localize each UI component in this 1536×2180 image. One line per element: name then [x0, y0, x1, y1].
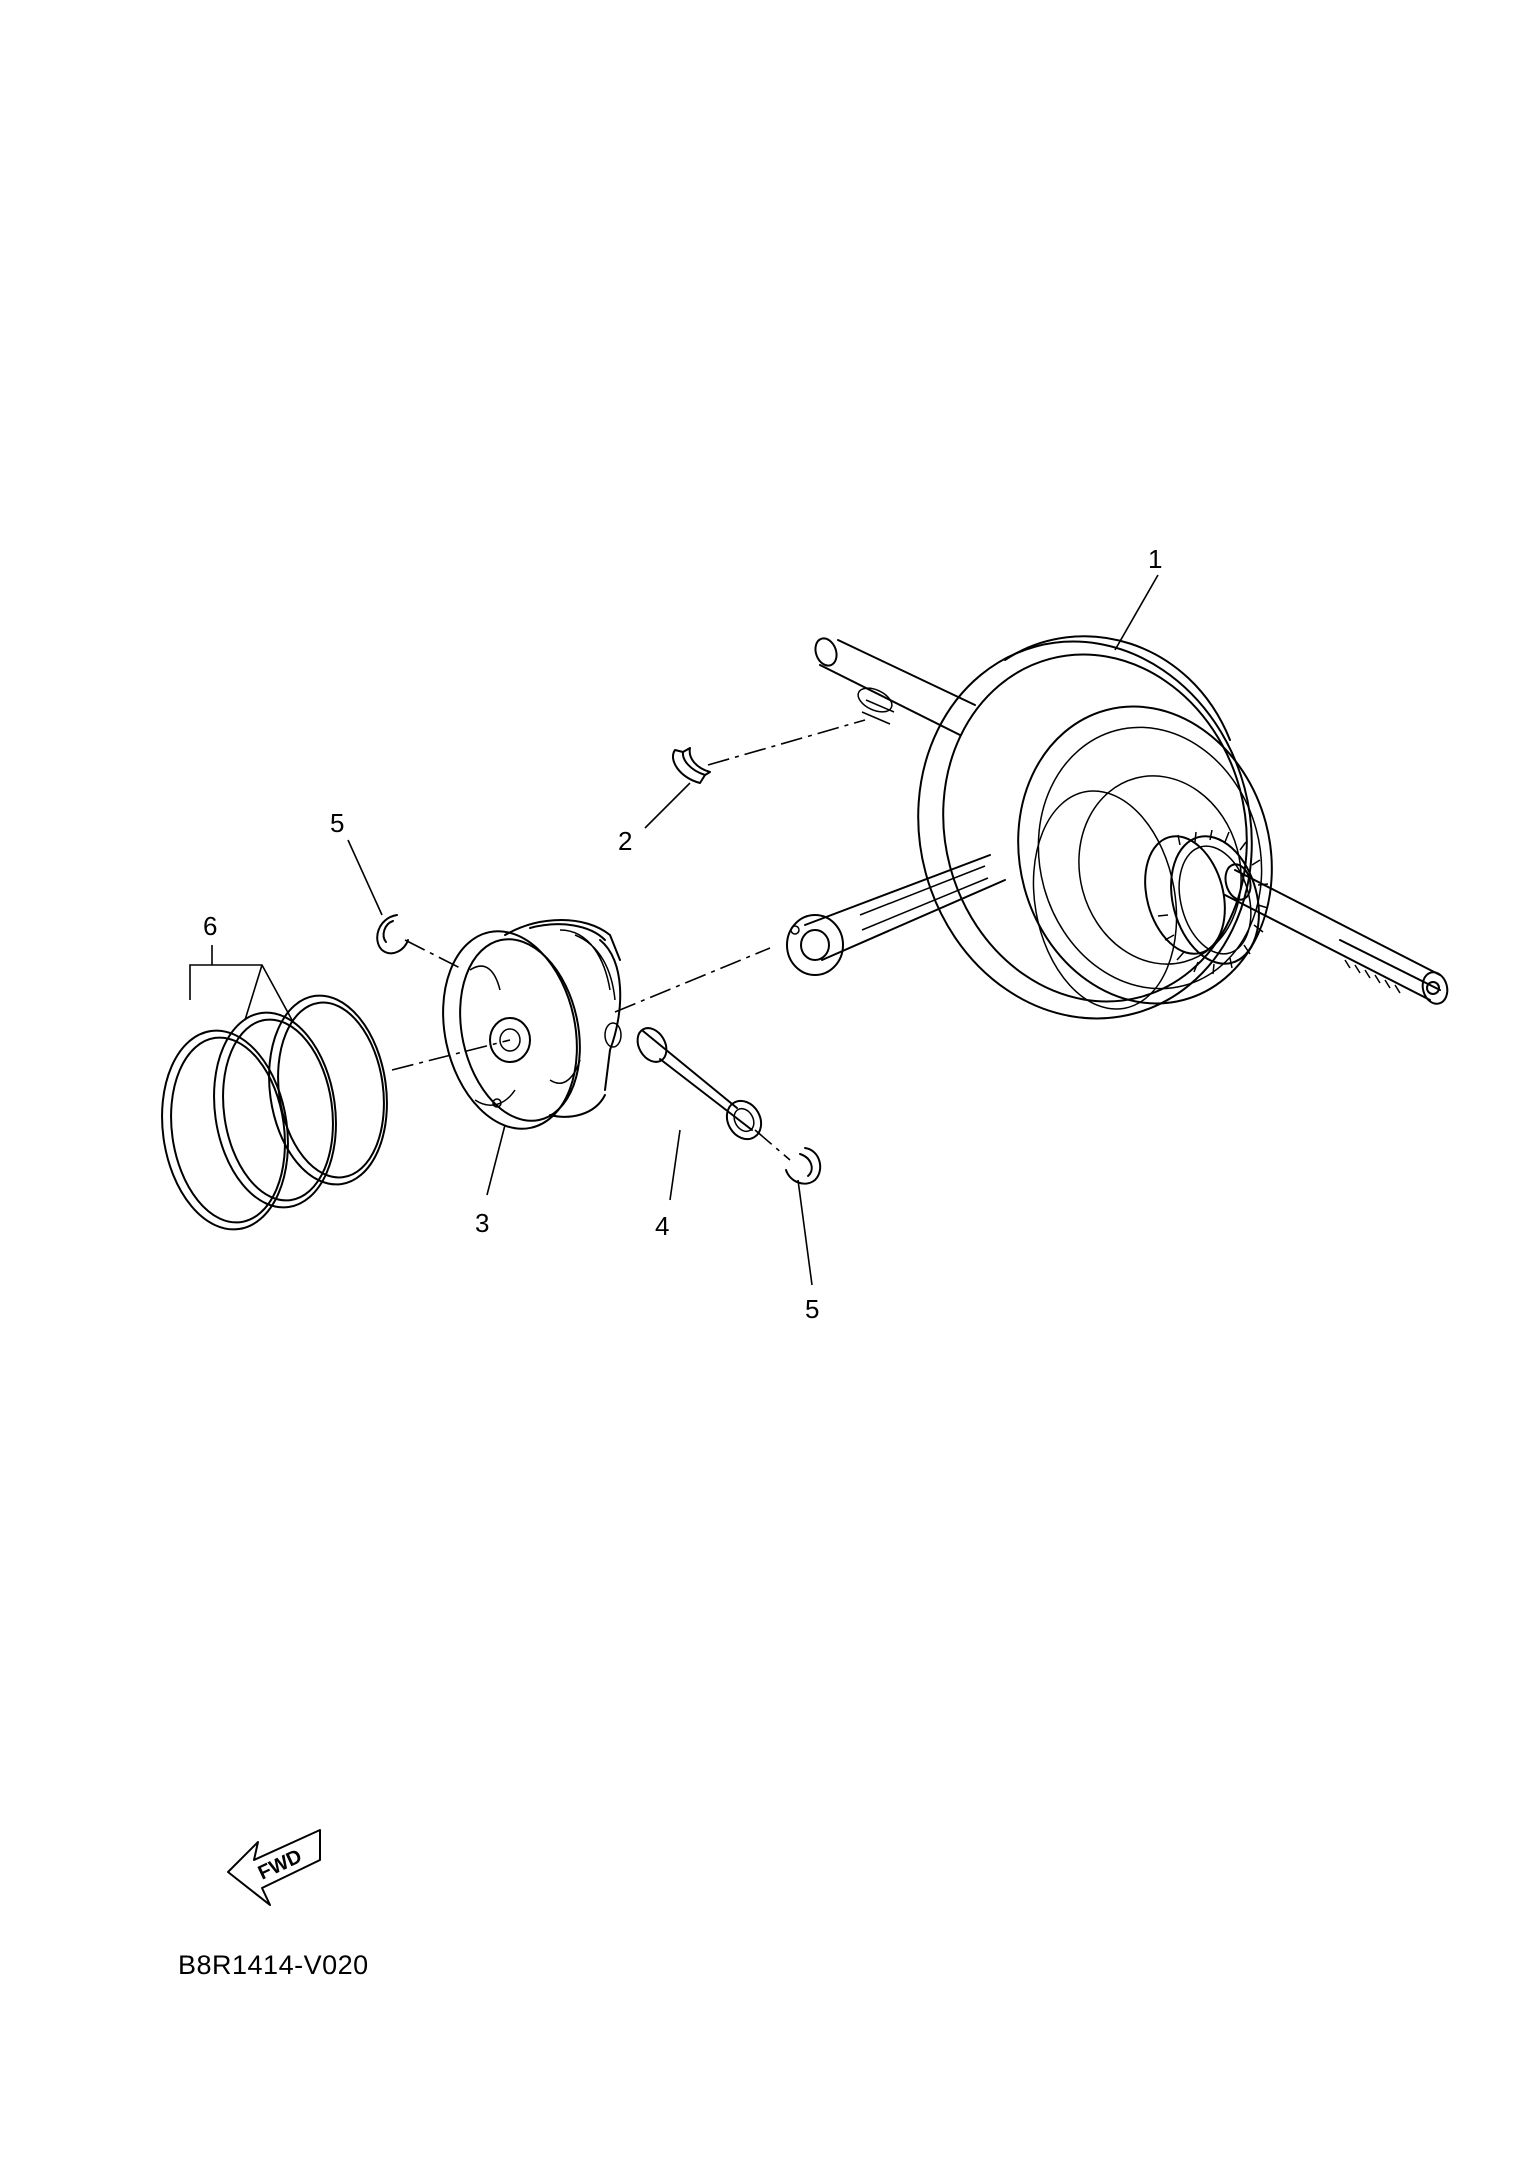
circlip-lower — [785, 1147, 822, 1185]
piston-pin — [636, 1027, 763, 1141]
woodruff-key — [672, 747, 711, 784]
callout-6: 6 — [203, 911, 217, 941]
leader-5-top — [347, 839, 383, 916]
piston-ring-set — [161, 964, 388, 1231]
callout-5-top: 5 — [330, 808, 344, 838]
leader-2 — [644, 782, 691, 829]
circlip-upper — [376, 914, 409, 955]
callout-5-bottom: 5 — [805, 1294, 819, 1324]
leader-3 — [486, 1124, 506, 1196]
callout-4: 4 — [655, 1211, 669, 1241]
centerline-rings — [391, 1039, 511, 1071]
leader-1 — [1114, 574, 1159, 651]
callout-2: 2 — [618, 826, 632, 856]
leader-5-bottom — [797, 1179, 813, 1286]
centerline-piston-rod — [614, 947, 771, 1013]
piston — [442, 919, 622, 1130]
centerline-pin-clip — [404, 939, 791, 1161]
leader-4 — [669, 1129, 681, 1201]
forward-arrow-icon: FWD — [227, 1829, 321, 1906]
centerline-key — [707, 719, 866, 766]
callout-1: 1 — [1148, 544, 1162, 574]
crankshaft-assembly — [786, 635, 1449, 1020]
callout-3: 3 — [475, 1208, 489, 1238]
drawing-code: B8R1414-V020 — [178, 1950, 369, 1980]
